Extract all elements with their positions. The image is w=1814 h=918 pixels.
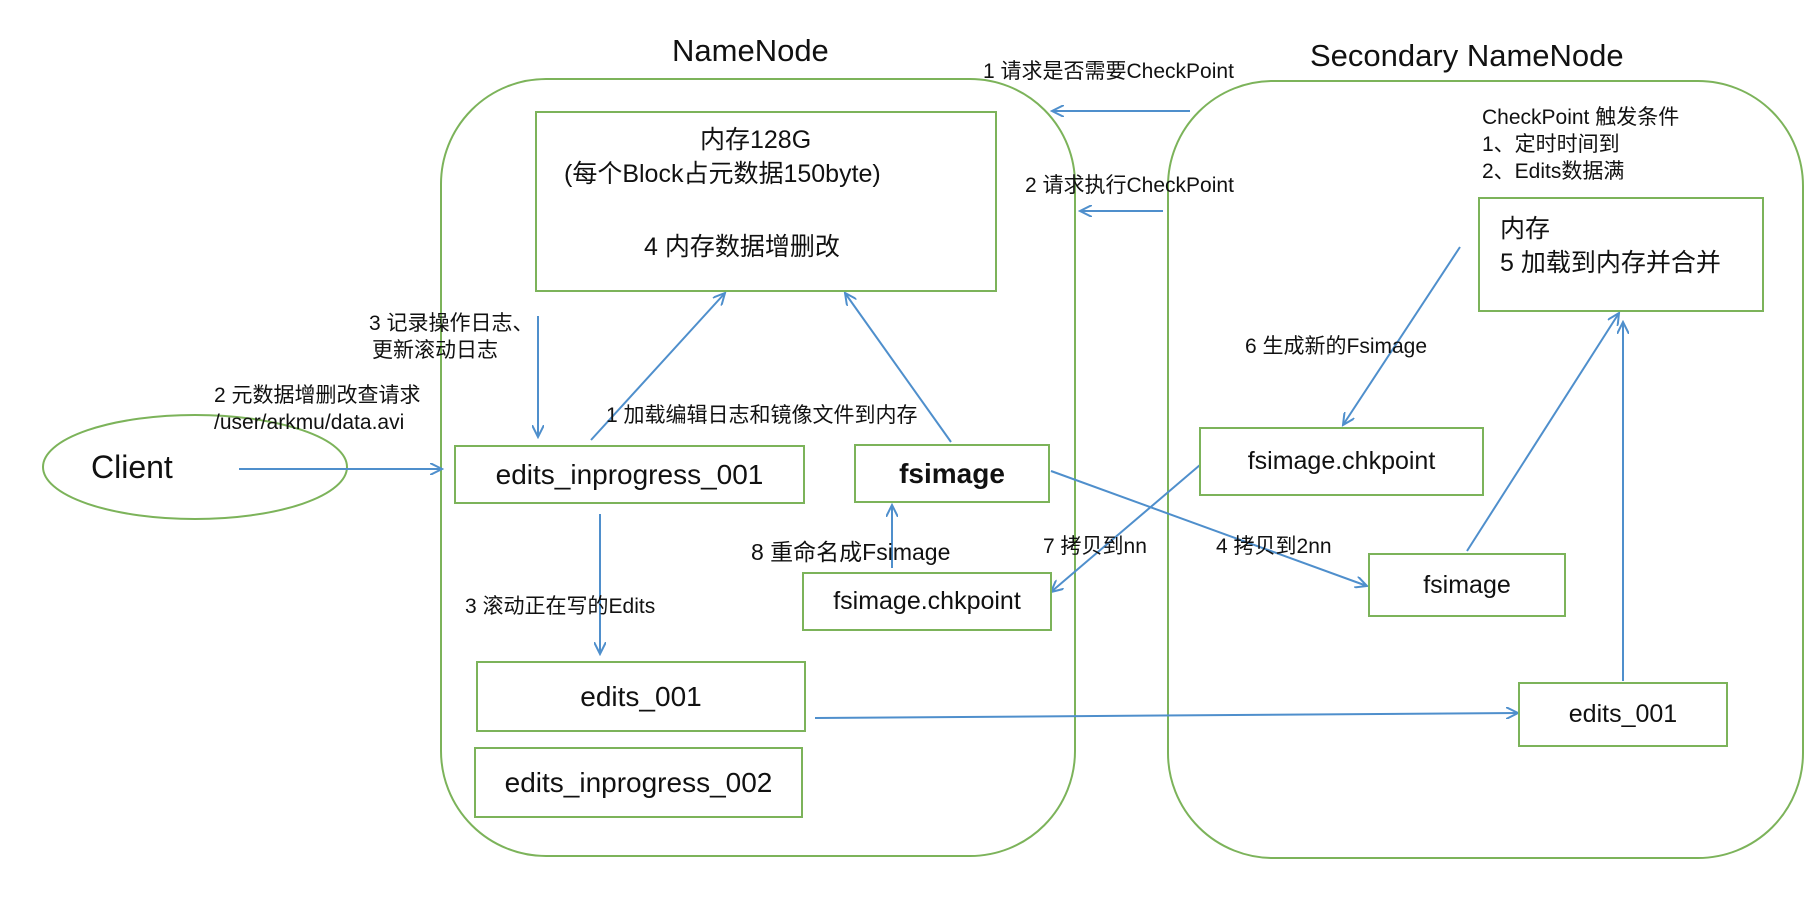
edits-inprogress-001-box: edits_inprogress_001: [454, 445, 805, 504]
secondary-fsimage-box: fsimage: [1368, 553, 1566, 617]
label-client-request-line1: 2 元数据增删改查请求: [214, 384, 421, 407]
trigger-title: CheckPoint 触发条件: [1482, 106, 1680, 129]
label-execute-checkpoint: 2 请求执行CheckPoint: [1025, 174, 1234, 197]
label-record-log-line2: 更新滚动日志: [372, 339, 498, 362]
label-load-edits-image: 1 加载编辑日志和镜像文件到内存: [606, 404, 918, 427]
trigger-condition-2: 2、Edits数据满: [1482, 160, 1625, 183]
namenode-fsimage-box: fsimage: [854, 444, 1050, 503]
namenode-memory-line2: (每个Block占元数据150byte): [564, 160, 881, 188]
label-record-log-line1: 3 记录操作日志、: [369, 312, 534, 335]
label-copy-to-nn: 7 拷贝到nn: [1043, 535, 1147, 558]
arrow-load-edits: [590, 293, 725, 441]
arrow-fsimage-to-memory: [1466, 313, 1619, 552]
arrow-copy-to-nn: [1051, 458, 1208, 592]
secondary-fsimage-chkpoint-box: fsimage.chkpoint: [1199, 427, 1484, 496]
label-rename-fsimage: 8 重命名成Fsimage: [751, 539, 951, 565]
namenode-title: NameNode: [672, 33, 829, 68]
namenode-edits-001-box: edits_001: [476, 661, 806, 732]
secondary-namenode-container: [1167, 80, 1804, 859]
secondary-namenode-title: Secondary NameNode: [1310, 38, 1624, 73]
label-client-request-line2: /user/arkmu/data.avi: [214, 411, 405, 434]
client-label: Client: [91, 449, 173, 485]
secondary-memory-line2: 5 加载到内存并合并: [1500, 249, 1721, 277]
client-ellipse: [42, 414, 348, 520]
arrow-copy-to-2nn: [1050, 470, 1367, 586]
secondary-memory-line1: 内存: [1500, 215, 1551, 243]
edits-inprogress-002-box: edits_inprogress_002: [474, 747, 803, 818]
arrow-load-fsimage: [845, 293, 952, 443]
secondary-edits-001-box: edits_001: [1518, 682, 1728, 747]
secondary-memory-box: 内存 5 加载到内存并合并: [1478, 197, 1764, 312]
arrow-generate-fsimage: [1343, 246, 1461, 425]
label-request-checkpoint: 1 请求是否需要CheckPoint: [983, 60, 1234, 83]
label-generate-fsimage: 6 生成新的Fsimage: [1245, 335, 1428, 358]
label-copy-to-2nn: 4 拷贝到2nn: [1216, 535, 1332, 558]
trigger-condition-1: 1、定时时间到: [1482, 133, 1620, 156]
label-roll-edits: 3 滚动正在写的Edits: [465, 595, 656, 618]
arrow-copy-edits: [814, 713, 1518, 718]
namenode-fsimage-chkpoint-box: fsimage.chkpoint: [802, 572, 1052, 631]
namenode-memory-line1: 内存128G: [700, 126, 812, 154]
namenode-memory-line3: 4 内存数据增删改: [644, 233, 840, 261]
namenode-memory-box: 内存128G (每个Block占元数据150byte) 4 内存数据增删改: [535, 111, 997, 292]
